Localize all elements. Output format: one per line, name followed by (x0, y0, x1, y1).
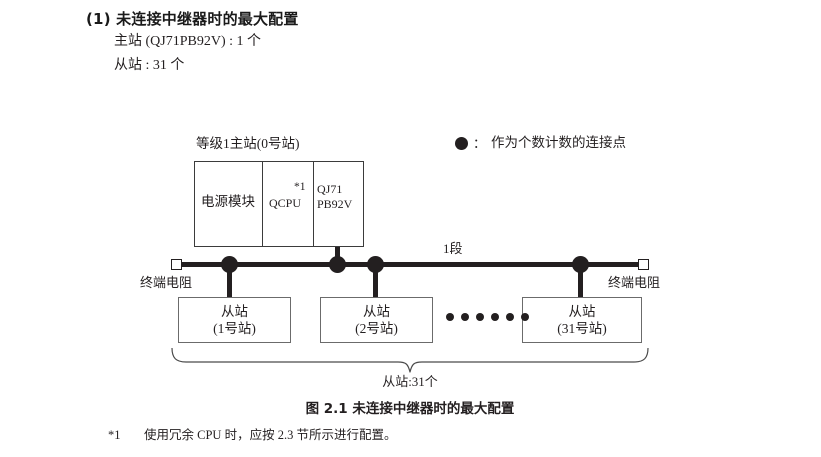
bus-line (180, 262, 643, 267)
connection-point-icon-2 (329, 256, 346, 273)
footnote-text: 使用冗余 CPU 时，应按 2.3 节所示进行配置。 (144, 428, 397, 442)
slave-station-title-1: 从站 (221, 304, 248, 319)
slave-station-number-2: (2号站) (355, 321, 398, 336)
slave-drop-stub-2 (373, 264, 378, 298)
slave-group-brace-label: 从站:31个 (382, 374, 438, 389)
spec-line-master: 主站 (QJ71PB92V) : 1 个 (114, 34, 262, 49)
module-label-qj71pb92v: QJ71 PB92V (317, 182, 363, 212)
slave-drop-stub-1 (227, 264, 232, 298)
heading-block: (1) 未连接中继器时的最大配置 主站 (QJ71PB92V) : 1 个 从站… (86, 8, 726, 78)
ellipsis-dot-icon (506, 313, 514, 321)
module-divider-1 (262, 161, 263, 247)
terminating-resistor-right-icon (638, 259, 649, 270)
master-station-caption: 等级1主站(0号站) (196, 136, 300, 151)
terminating-resistor-right-label: 终端电阻 (608, 275, 661, 290)
slave-station-title-2: 从站 (363, 304, 390, 319)
filled-circle-icon (455, 136, 468, 150)
terminating-resistor-left-label: 终端电阻 (140, 275, 193, 290)
module-label-power-supply: 电源模块 (201, 194, 255, 209)
module-divider-2 (313, 161, 314, 247)
slave-station-box-31: 从站 (31号站) (522, 297, 642, 343)
ellipsis-dot-icon (476, 313, 484, 321)
ellipsis-dot-icon (491, 313, 499, 321)
ellipsis-dot-icon (461, 313, 469, 321)
slave-station-box-2: 从站 (2号站) (320, 297, 433, 343)
brace-icon (171, 348, 649, 373)
footnote: *1 使用冗余 CPU 时，应按 2.3 节所示进行配置。 (108, 427, 748, 443)
legend-colon: ： (473, 135, 487, 151)
module-label-qj71pb92v-line2: PB92V (317, 197, 353, 211)
slave-station-number-1: (1号站) (213, 321, 256, 336)
figure-caption: 图 2.1 未连接中继器时的最大配置 (305, 401, 515, 417)
ellipsis-dot-icon (446, 313, 454, 321)
module-label-qj71pb92v-line1: QJ71 (317, 182, 343, 196)
legend-label: 作为个数计数的连接点 (491, 135, 627, 150)
spec-line-slave: 从站 : 31 个 (114, 58, 185, 73)
module-label-qcpu: QCPU (268, 196, 301, 210)
slave-group-brace (170, 348, 650, 374)
master-station-box (194, 161, 364, 247)
slave-station-box-1: 从站 (1号站) (178, 297, 291, 343)
legend: ： 作为个数计数的连接点 (455, 136, 626, 150)
ellipsis-dot-icon (521, 313, 529, 321)
footnote-mark: *1 (108, 428, 121, 442)
ellipsis-dots (446, 313, 529, 321)
terminating-resistor-left-icon (171, 259, 182, 270)
slave-drop-stub-31 (578, 264, 583, 298)
segment-label: 1段 (443, 241, 463, 256)
page-title: (1) 未连接中继器时的最大配置 (86, 10, 299, 28)
slave-station-title-31: 从站 (568, 304, 596, 319)
slave-station-number-31: (31号站) (557, 321, 607, 336)
footnote-marker: *1 (294, 181, 306, 193)
